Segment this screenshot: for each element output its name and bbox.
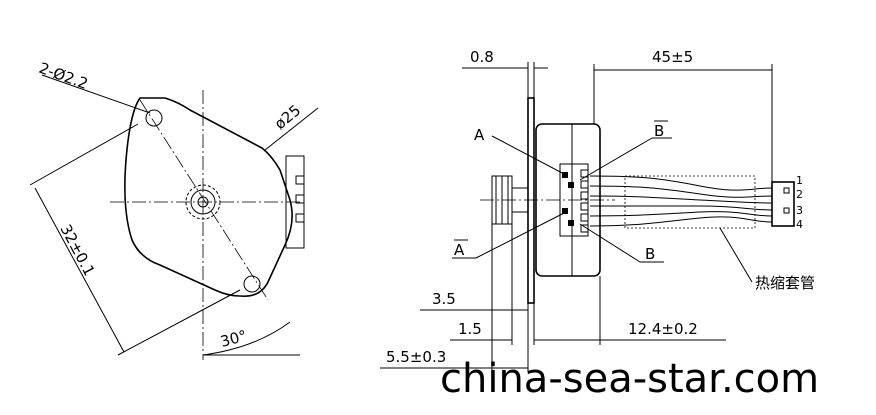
gear-offset-label: 3.5 — [432, 290, 456, 308]
hole-size-label: 2-Ø2.2 — [37, 59, 91, 93]
heat-shrink-tube — [624, 175, 756, 229]
coil-a-label: A — [474, 126, 485, 144]
mounting-hole — [243, 275, 261, 293]
coil-a-bar-leader — [475, 211, 567, 259]
pin-number-1: 1 — [796, 174, 803, 187]
coil-b-label: B — [645, 245, 655, 263]
flange-plate — [527, 97, 535, 304]
end-connector-pin — [783, 207, 790, 214]
watermark-text: china-sea-star.com — [440, 356, 819, 402]
terminal-pin — [580, 202, 589, 211]
diameter-label: ø25 — [271, 101, 304, 133]
pin-number-4: 4 — [796, 218, 803, 231]
connector-pin — [295, 175, 305, 185]
terminal-block — [559, 163, 589, 237]
terminal-pin — [580, 191, 589, 200]
lead-length-label: 45±5 — [652, 48, 693, 66]
extension-line — [117, 289, 241, 356]
solder-point — [568, 220, 574, 226]
heat-shrink-leader — [719, 227, 753, 283]
solder-point — [568, 182, 574, 188]
end-connector — [771, 181, 795, 227]
pin-number-2: 2 — [796, 188, 803, 201]
terminal-pin — [580, 180, 589, 189]
diameter-leader — [264, 107, 319, 151]
solder-point — [562, 208, 568, 214]
coil-b-bar-leader — [579, 137, 653, 181]
motor-body-outline — [124, 97, 293, 298]
hole-centerline — [139, 99, 269, 301]
flange-offset-label: 1.5 — [458, 320, 482, 338]
front-view: 2-Ø2.2 ø25 32±0.1 30° — [29, 59, 319, 360]
mounting-hole — [145, 109, 163, 127]
connector-pin — [295, 213, 305, 223]
connector-pin — [295, 194, 305, 204]
extension-line — [29, 123, 139, 186]
heat-shrink-label: 热缩套管 — [755, 274, 815, 292]
angle-arc — [202, 321, 291, 356]
coil-b-leader — [579, 223, 641, 263]
spacing-label: 32±0.1 — [56, 221, 98, 278]
coil-a-bar-label: A — [454, 241, 465, 259]
angle-label: 30° — [218, 327, 248, 351]
coil-a-leader — [491, 135, 567, 176]
spacing-dimension-line — [34, 187, 125, 353]
side-view: 热缩套管 1 2 3 4 A B A B 0.8 45±5 — [380, 48, 815, 372]
flange-thickness-label: 0.8 — [470, 48, 494, 66]
hole-leader — [41, 74, 151, 114]
end-connector-pin — [783, 187, 790, 194]
terminal-pin — [580, 213, 589, 222]
shaft-length-label: 5.5±0.3 — [386, 348, 446, 366]
coil-b-bar-label: B — [654, 122, 664, 140]
body-length-label: 12.4±0.2 — [628, 320, 698, 338]
pin-number-3: 3 — [796, 204, 803, 217]
lead-wires — [589, 175, 773, 227]
